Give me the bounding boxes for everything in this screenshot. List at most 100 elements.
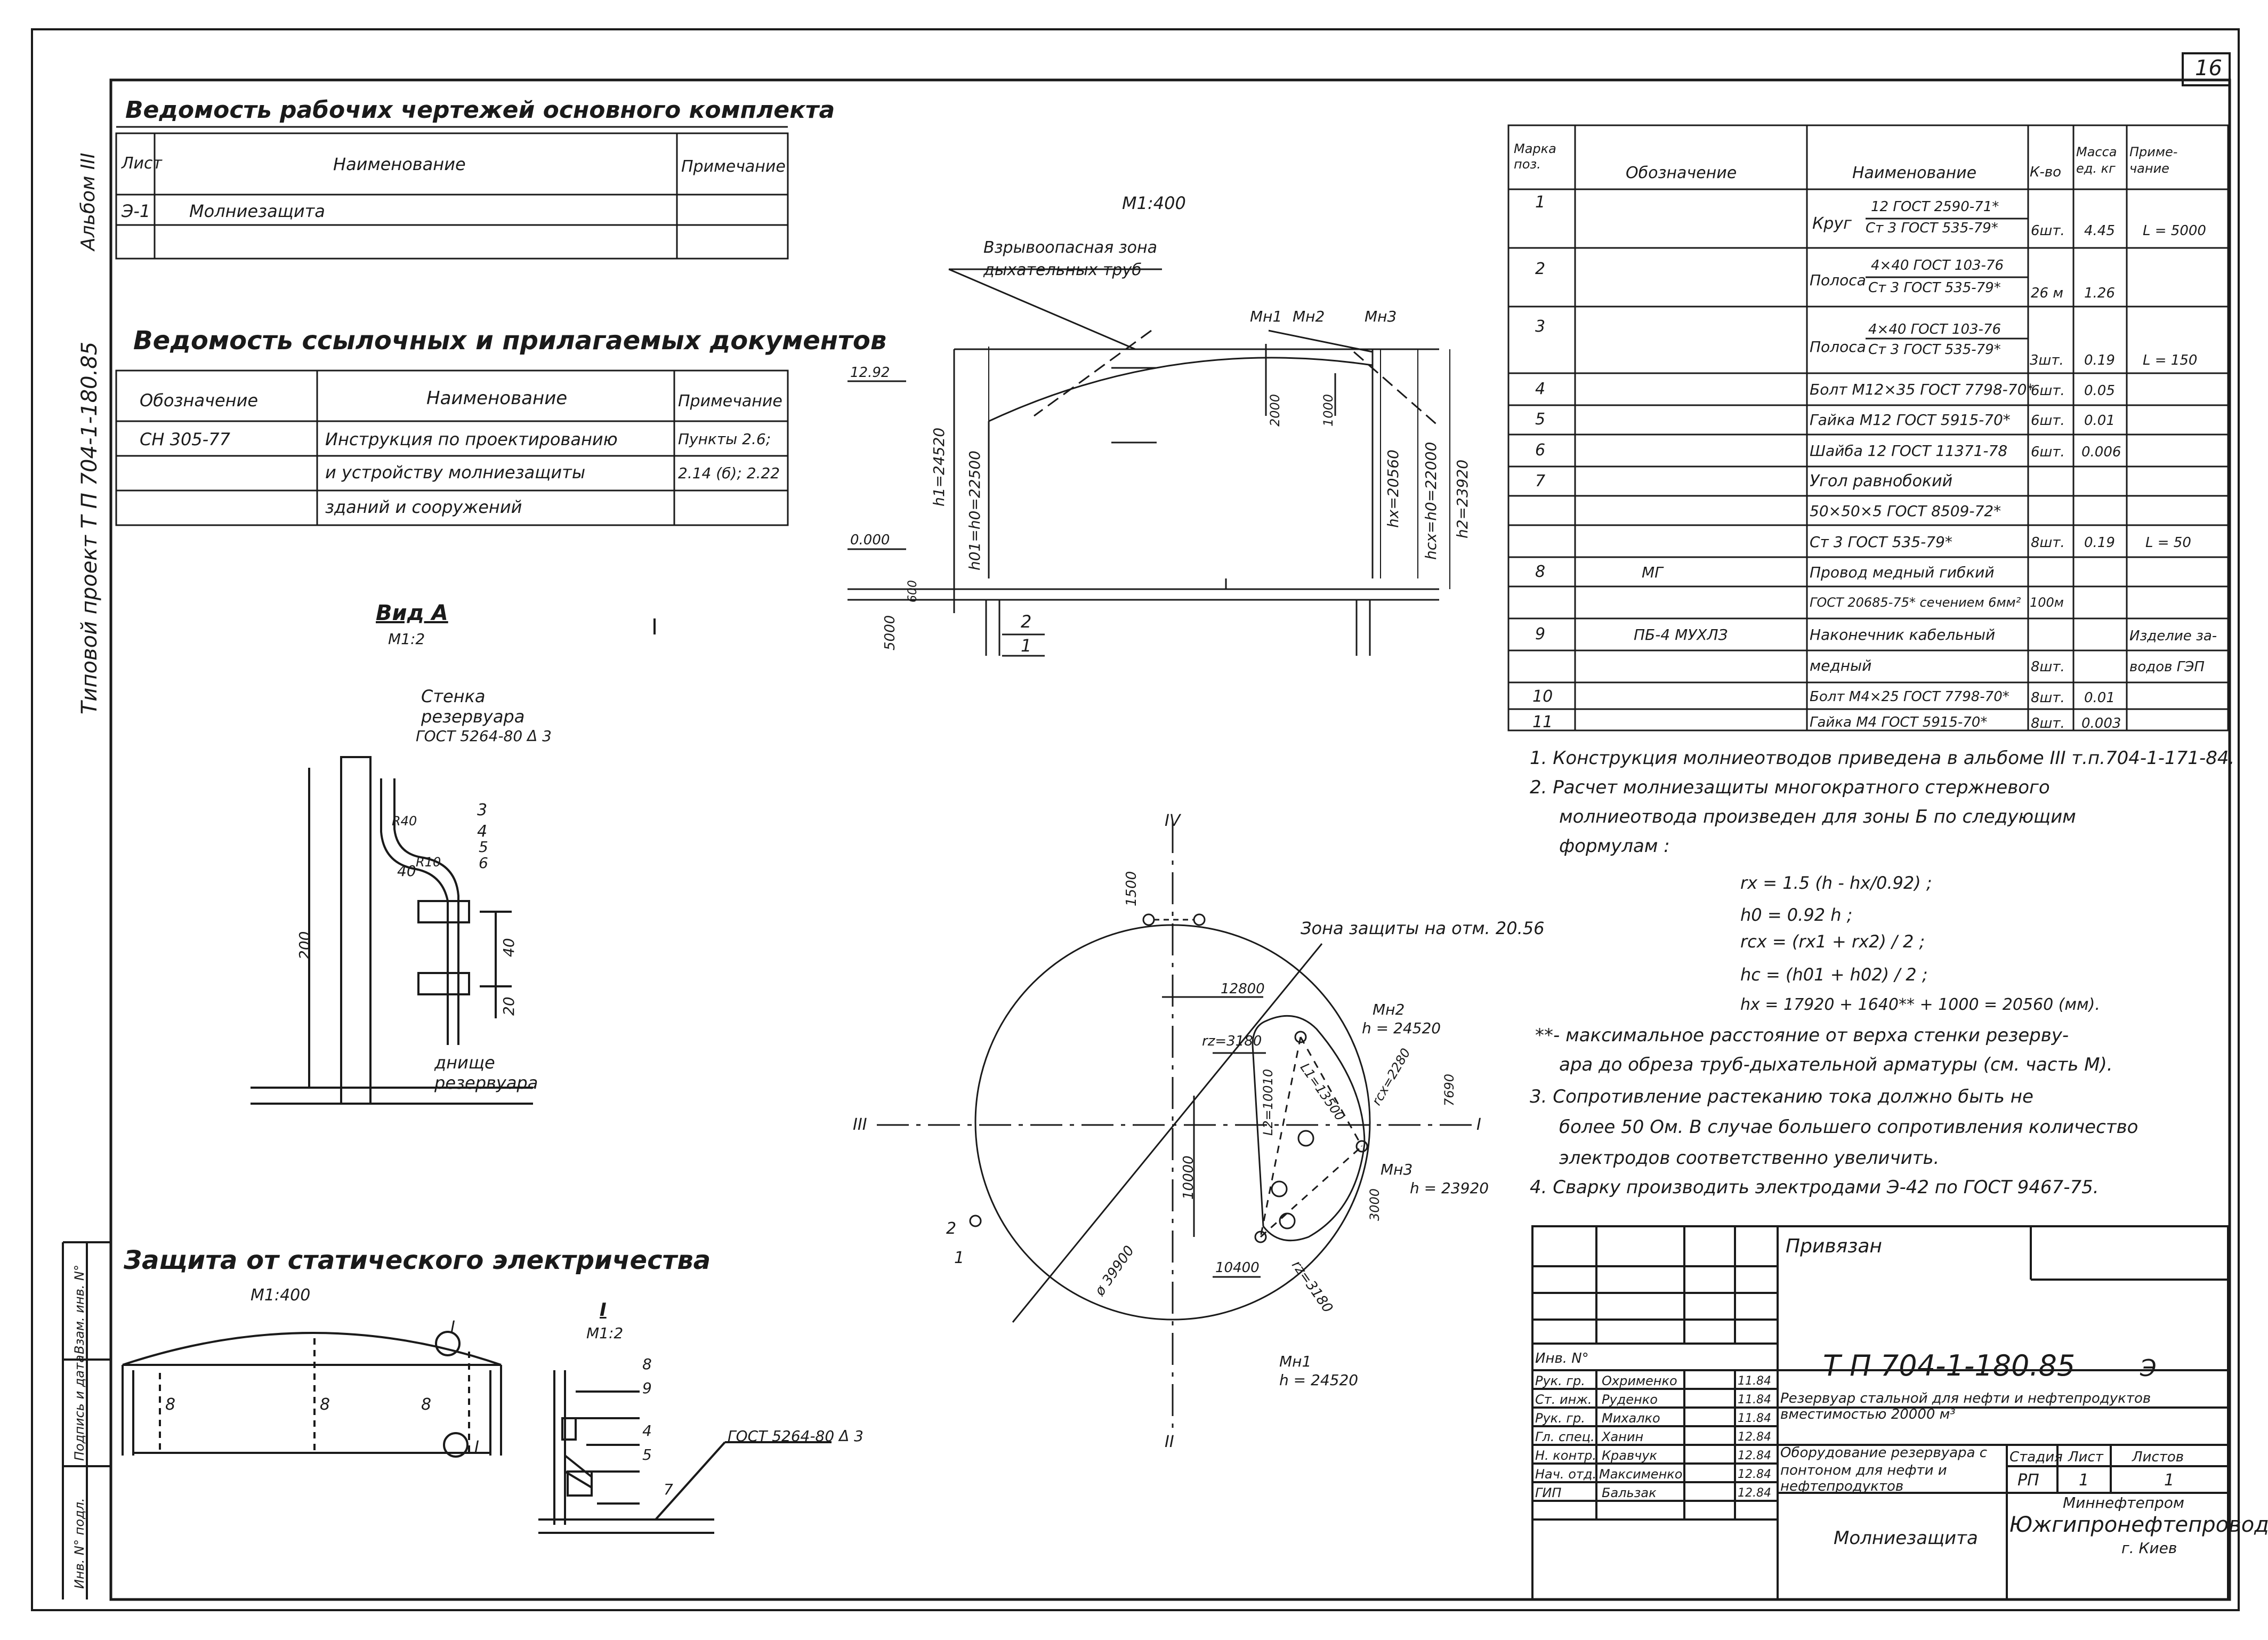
works-header-note: Примечание: [681, 157, 786, 176]
tb-role-2: Ст. инж.: [1535, 1392, 1592, 1407]
plan-callout-2: 2: [946, 1219, 957, 1238]
spec-name-8: Провод медный гибкий: [1810, 564, 1995, 581]
tb-role-4: Гл. спец.: [1535, 1429, 1595, 1444]
spec-header-name: Наименование: [1852, 164, 1977, 182]
spec-qty-9: 8шт.: [2031, 659, 2065, 675]
elevation-zone-label-1: Взрывоопасная зона: [983, 238, 1158, 257]
tb-name-4: Ханин: [1602, 1429, 1644, 1444]
spec-name-3: Полоса: [1810, 338, 1866, 356]
mast-label-mn1: Мн1: [1250, 308, 1282, 325]
dim-200: 200: [296, 931, 313, 960]
note-1: 1. Конструкция молниеотводов приведена в…: [1530, 747, 2235, 769]
spec-name-10: Болт М4×25 ГОСТ 7798-70*: [1810, 689, 2009, 705]
spec-pos-6: 6: [1535, 441, 1546, 460]
spec-name-9: Наконечник кабельный: [1810, 626, 1996, 644]
refs-row1-name: Инструкция по проектированию: [325, 429, 618, 449]
view-a-gost: ГОСТ 5264-80 Δ 3: [416, 727, 552, 745]
plan-dim-10000: 10000: [1181, 1155, 1197, 1200]
spec-qty-10: 8шт.: [2031, 690, 2065, 706]
dim-hx: hx=20560: [1384, 449, 1402, 528]
refs-row1-designation: СН 305-77: [140, 429, 230, 449]
static-node-title: I: [600, 1299, 607, 1321]
spec-note-3: L = 150: [2143, 352, 2198, 368]
tb-role-3: Рук. гр.: [1535, 1411, 1585, 1426]
view-a-callout-3: 3: [477, 801, 488, 819]
static-node-callout-7: 7: [664, 1481, 673, 1498]
refs-row2-note: 2.14 (б); 2.22: [678, 464, 780, 482]
spec-header-pos: Марка поз.: [1514, 141, 1556, 172]
tb-role-7: ГИП: [1535, 1485, 1562, 1500]
dim-r10: R10: [416, 855, 441, 870]
spec-name-1: Круг: [1812, 214, 1852, 233]
formula-hx: hx = 17920 + 1640** + 1000 = 20560 (мм).: [1740, 995, 2100, 1014]
tb-desc-3: Оборудование резервуара с: [1780, 1445, 1988, 1461]
refs-row3-name: зданий и сооружений: [325, 497, 522, 517]
spec-qty-7: 8шт.: [2031, 535, 2065, 551]
spec-qty-1: 6шт.: [2031, 223, 2065, 239]
view-a-bottom-label-2: резервуара: [434, 1073, 538, 1093]
note-3a: 3. Сопротивление растеканию тока должно …: [1530, 1086, 2033, 1107]
inner-frame: [109, 78, 2231, 1601]
spec-mass-7: 0.19: [2084, 535, 2115, 551]
refs-header-designation: Обозначение: [140, 390, 259, 411]
spec-sub2-2: Ст 3 ГОСТ 535-79*: [1868, 280, 2001, 296]
elevation-mark-zero: 0.000: [850, 532, 890, 548]
dim-h0: h01=h0=22500: [966, 451, 983, 570]
spec-name-7c: Ст 3 ГОСТ 535-79*: [1810, 533, 1952, 551]
spec-header-designation: Обозначение: [1626, 164, 1737, 182]
tb-name-2: Руденко: [1602, 1392, 1658, 1407]
static-callout-i-bottom: I: [474, 1438, 479, 1457]
spec-name-9b: медный: [1810, 657, 1872, 674]
spec-name-11: Гайка М4 ГОСТ 5915-70*: [1810, 714, 1988, 730]
note-3b: более 50 Ом. В случае большего сопротивл…: [1559, 1116, 2138, 1138]
spec-pos-8: 8: [1535, 562, 1546, 581]
dim-5000: 5000: [882, 615, 898, 650]
spec-pos-7: 7: [1535, 472, 1546, 491]
spec-pos-9: 9: [1535, 625, 1546, 644]
outer-frame: [31, 28, 2240, 1611]
view-a-title: Вид А: [376, 601, 448, 625]
static-node-callout-9: 9: [642, 1379, 652, 1397]
static-node-scale: М1:2: [586, 1324, 624, 1342]
refs-table-lines: [115, 369, 789, 526]
spec-note-9b: водов ГЭП: [2129, 659, 2205, 675]
spec-mass-3: 0.19: [2084, 352, 2115, 368]
note-2c: формулам :: [1559, 835, 1670, 857]
plan-view-lines: [877, 821, 1474, 1429]
spec-header-note: Приме-чание: [2129, 144, 2178, 176]
tb-date-7: 12.84: [1738, 1486, 1771, 1500]
spec-sub1-3: 4×40 ГОСТ 103-76: [1868, 321, 2001, 337]
tb-lists: 1: [2164, 1471, 2175, 1490]
tb-role-1: Рук. гр.: [1535, 1373, 1585, 1388]
tb-org-2: Южгипронефтепровод: [2009, 1513, 2268, 1537]
plan-callout-1: 1: [954, 1249, 965, 1267]
works-table-lines: [115, 126, 789, 260]
view-a-callout-6: 6: [479, 854, 488, 872]
spec-qty-3: 3шт.: [2030, 352, 2064, 368]
title-block-lines: [1531, 1225, 2229, 1601]
project-label: Типовой проект Т П 704-1-180.85: [77, 341, 102, 714]
static-callout-8b: 8: [320, 1395, 330, 1414]
dim-1000: 1000: [1321, 393, 1336, 427]
spec-mass-4: 0.05: [2084, 383, 2115, 399]
dim-40-horiz: 40: [397, 862, 416, 880]
dim-h1: h1=24520: [930, 427, 948, 507]
plan-dim-1500: 1500: [1124, 871, 1140, 906]
spec-pos-2: 2: [1535, 260, 1546, 278]
elevation-zone-label-2: дыхательных труб: [983, 261, 1142, 279]
view-a-callout-4: 4: [477, 822, 488, 841]
view-a-bottom-label-1: днище: [434, 1052, 495, 1073]
spec-pos-5: 5: [1535, 410, 1546, 429]
works-header-name: Наименование: [333, 154, 466, 174]
tb-date-6: 12.84: [1738, 1468, 1771, 1481]
tb-name-5: Кравчук: [1602, 1448, 1658, 1463]
plan-mast-mn1-h: h = 24520: [1279, 1371, 1359, 1389]
works-row-name: Молниезащита: [189, 201, 325, 221]
plan-dim-10400: 10400: [1215, 1260, 1260, 1276]
note-3c: электродов соответственно увеличить.: [1559, 1147, 1940, 1169]
spec-sub2-1: Ст 3 ГОСТ 535-79*: [1866, 220, 1998, 236]
plan-zone-label: Зона защиты на отм. 20.56: [1301, 918, 1545, 938]
formula-rx: rx = 1.5 (h - hx/0.92) ;: [1740, 873, 1932, 893]
spec-pos-3: 3: [1535, 317, 1546, 336]
